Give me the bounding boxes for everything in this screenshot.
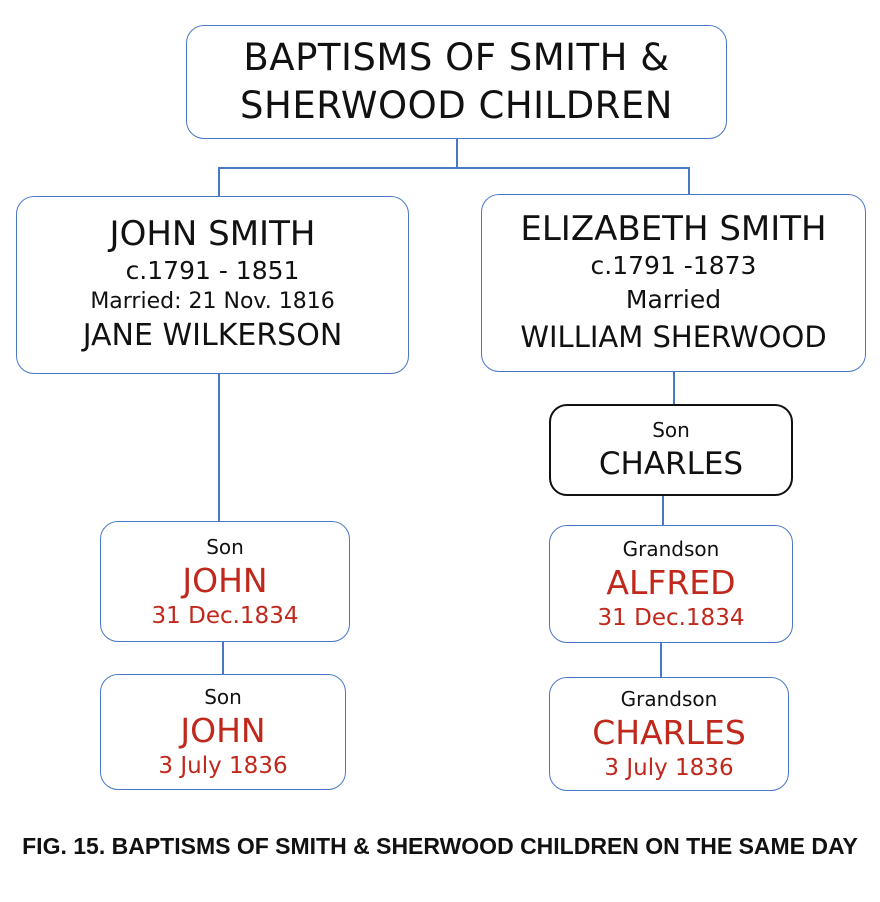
connector-left-children <box>222 641 224 674</box>
relation-label: Grandson <box>620 687 718 711</box>
john-1834-box: Son JOHN 31 Dec.1834 <box>100 521 350 642</box>
person-name: CHARLES <box>598 446 744 482</box>
connector-elizabeth-to-charles <box>673 371 675 405</box>
baptism-date: 3 July 1836 <box>604 755 734 781</box>
parent-dates: c.1791 -1873 <box>590 251 757 280</box>
connector-left-down <box>218 167 220 197</box>
figure-caption: FIG. 15. BAPTISMS OF SMITH & SHERWOOD CH… <box>22 833 858 859</box>
person-name: ALFRED <box>606 563 736 602</box>
relation-label: Grandson <box>622 537 720 561</box>
baptism-date: 31 Dec.1834 <box>151 602 299 629</box>
connector-right-children <box>660 643 662 677</box>
person-name: JOHN <box>180 711 266 750</box>
parent-dates: c.1791 - 1851 <box>125 256 300 285</box>
person-name: CHARLES <box>592 713 746 752</box>
charles-1836-box: Grandson CHARLES 3 July 1836 <box>549 677 789 791</box>
relation-label: Son <box>652 418 690 442</box>
connector-right-down <box>688 167 690 195</box>
john-smith-box: JOHN SMITH c.1791 - 1851 Married: 21 Nov… <box>16 196 409 374</box>
baptism-date: 3 July 1836 <box>158 753 288 779</box>
person-name: JOHN <box>182 560 268 600</box>
title-line-1: BAPTISMS OF SMITH & <box>243 36 670 79</box>
charles-son-box: Son CHARLES <box>549 404 793 496</box>
spouse-name: JANE WILKERSON <box>82 318 343 353</box>
marriage-info: Married <box>625 285 722 314</box>
relation-label: Son <box>204 685 242 709</box>
title-box: BAPTISMS OF SMITH & SHERWOOD CHILDREN <box>186 25 727 139</box>
baptism-date: 31 Dec.1834 <box>597 605 745 631</box>
connector-john-smith-to-son <box>218 374 220 522</box>
john-1836-box: Son JOHN 3 July 1836 <box>100 674 346 790</box>
title-line-2: SHERWOOD CHILDREN <box>240 84 673 127</box>
parent-name: ELIZABETH SMITH <box>520 209 827 249</box>
marriage-info: Married: 21 Nov. 1816 <box>90 289 335 314</box>
spouse-name: WILLIAM SHERWOOD <box>520 320 827 354</box>
parent-name: JOHN SMITH <box>109 214 316 254</box>
connector-horizontal <box>218 167 690 169</box>
relation-label: Son <box>206 534 244 559</box>
alfred-1834-box: Grandson ALFRED 31 Dec.1834 <box>549 525 793 643</box>
connector-title-down <box>456 138 458 168</box>
connector-charles-to-alfred <box>662 495 664 525</box>
elizabeth-smith-box: ELIZABETH SMITH c.1791 -1873 Married WIL… <box>481 194 866 372</box>
